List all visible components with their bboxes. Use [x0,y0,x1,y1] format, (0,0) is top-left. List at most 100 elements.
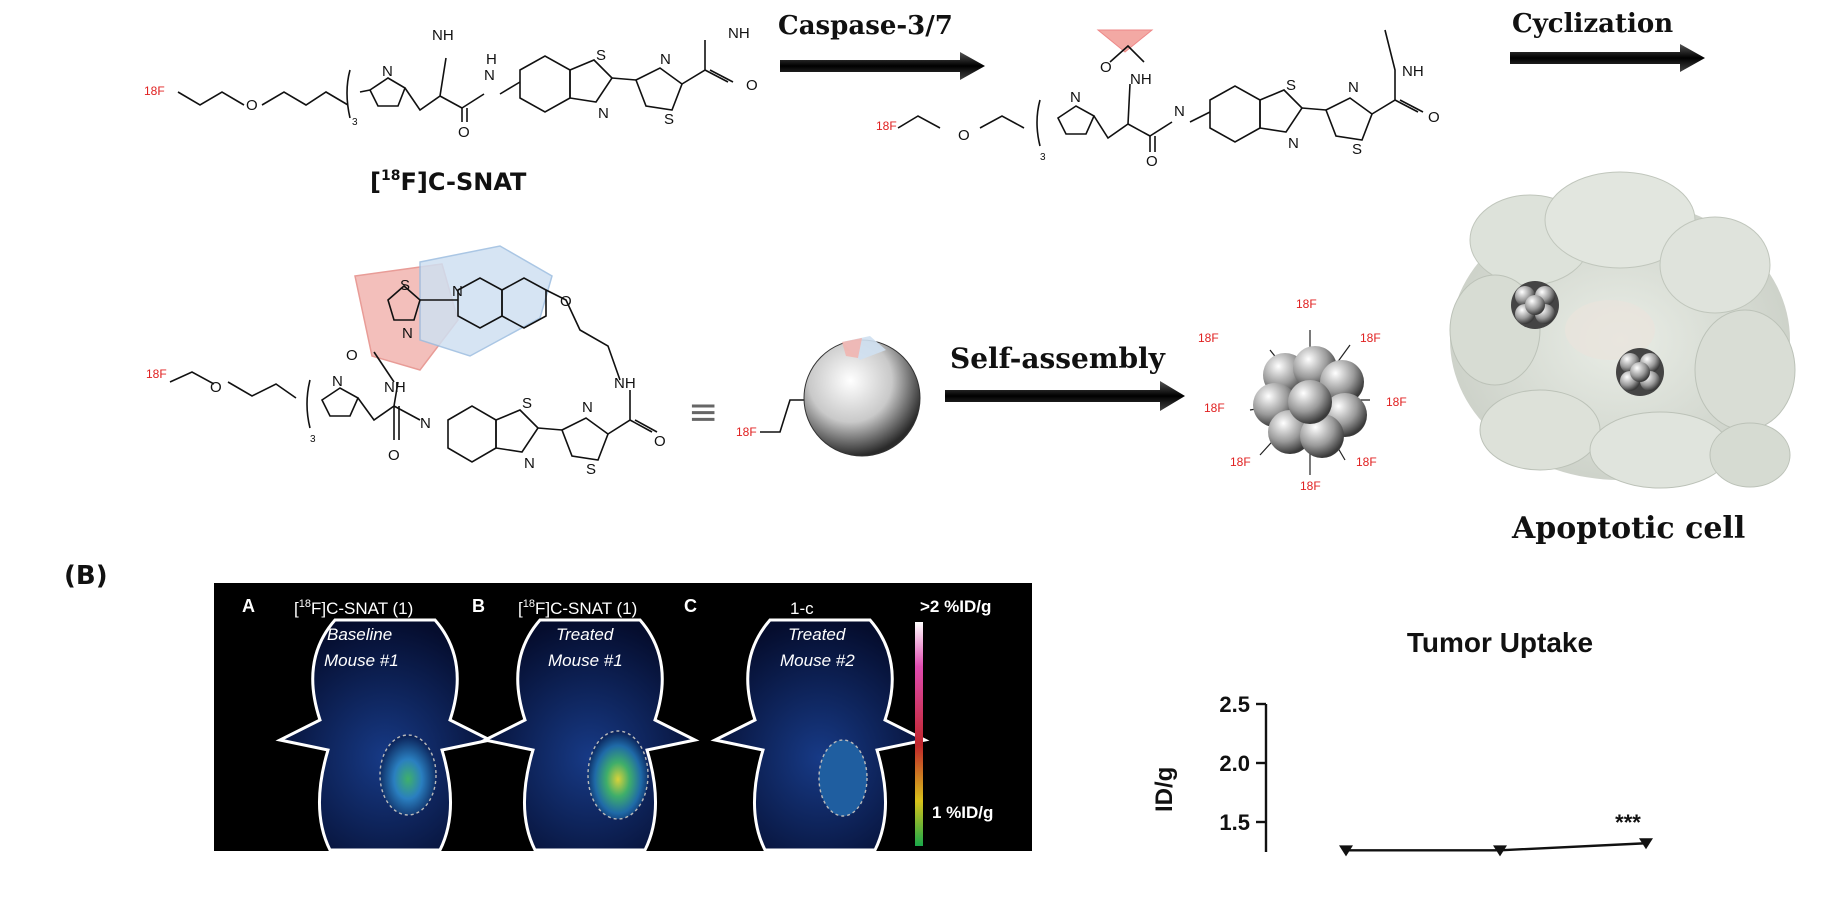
significance-annotation: *** [1615,810,1641,835]
arrow-cyclization: Cyclization [1510,9,1705,72]
cell-nanoparticle [1616,348,1664,396]
atom-label: NH [1402,63,1424,80]
data-point [1339,845,1353,857]
pet-mouse-b [480,618,700,852]
isotope-label: 18F [1296,297,1317,311]
cell-nanoparticle [1511,281,1559,329]
arrow-caspase: Caspase-3/7 [778,11,985,80]
atom-label: N [382,63,393,80]
y-tick-label: 2.0 [1219,751,1250,776]
isotope-label: 18F [1360,331,1381,345]
isotope-label: 18F [736,425,757,439]
atom-label: S [664,111,674,128]
nanoparticle: 18F 18F 18F 18F 18F 18F 18F 18F [1198,297,1407,493]
atom-label: N [1174,103,1185,120]
molecule-intermediate-labels: 18F O 3 N O NH O N S N N S NH O [876,59,1440,170]
atom-label: S [586,461,596,478]
atom-label: S [1286,77,1296,94]
pet-panel-mouse: Mouse #2 [780,651,855,670]
isotope-label: 18F [1204,401,1225,415]
atom-label: O [958,127,970,144]
y-ticks: 2.5 2.0 1.5 [1219,692,1266,835]
atom-label: N [582,399,593,416]
arrow-self-assembly: Self-assembly [945,342,1185,411]
isotope-label: 18F [144,84,165,98]
atom-label: N [484,67,495,84]
pet-mouse-a [275,618,495,852]
pet-panel-mouse: Mouse #1 [324,651,399,670]
equivalence-symbol: ≡ [688,392,718,433]
atom-label: O [1100,59,1112,76]
pet-panel-letter: B [472,596,485,616]
pet-panel-condition: Treated [788,625,846,644]
atom-label: O [388,447,400,464]
molecule-cyclized-labels: 18F O 3 N S N O NH N O O N S N N S NH O [146,277,666,478]
molecule-c-snat [177,40,734,122]
data-point [1493,845,1507,857]
atom-label: H [486,51,497,68]
panel-b-label: (B) [64,561,108,591]
arrow-label-caspase: Caspase-3/7 [778,11,953,41]
atom-label: N [1070,89,1081,106]
isotope-label: 18F [876,119,897,133]
atom-label: S [1352,141,1362,158]
pet-panel-letter: A [242,596,255,616]
svg-text:[18F]C-SNAT (1): [18F]C-SNAT (1) [518,598,637,618]
atom-label: NH [614,375,636,392]
repeat-label: 3 [1040,152,1046,163]
isotope-label: 18F [1356,455,1377,469]
tumor-uptake-chart: Tumor Uptake ID/g 2.52.01.5 *** [1151,627,1653,857]
atom-label: O [560,293,572,310]
repeat-label: 3 [310,434,316,445]
molecule-c-snat-labels: 18F O 3 N NH O H N S N N S NH O [144,25,758,141]
atom-label: NH [728,25,750,42]
series-layer [1339,838,1653,857]
y-tick-label: 1.5 [1219,810,1250,835]
molecule-intermediate [897,29,1424,152]
repeat-label: 3 [352,117,358,128]
svg-text:[18F]C-SNAT: [18F]C-SNAT [370,168,527,196]
atom-label: N [420,415,431,432]
isotope-label: 18F [1386,395,1407,409]
atom-label: N [402,325,413,342]
atom-label: O [1146,153,1158,170]
atom-label: O [746,77,758,94]
arrow-label-self-assembly: Self-assembly [950,342,1166,375]
atom-label: O [458,124,470,141]
atom-label: N [524,455,535,472]
svg-text:[18F]C-SNAT (1): [18F]C-SNAT (1) [294,598,413,618]
pet-panel-mouse: Mouse #1 [548,651,623,670]
pet-image-strip: A [18F]C-SNAT (1) Baseline Mouse #1 B [1… [214,583,1032,852]
atom-label: S [596,47,606,64]
pet-panel-condition: Treated [556,625,614,644]
data-point [1639,838,1653,850]
atom-label: O [210,379,222,396]
isotope-label: 18F [1198,331,1219,345]
isotope-label: 18F [146,367,167,381]
arrow-label-cyclization: Cyclization [1512,9,1673,39]
atom-label: NH [1130,71,1152,88]
isotope-label: 18F [1300,479,1321,493]
atom-label: N [332,373,343,390]
apoptotic-cell-label: Apoptotic cell [1511,511,1745,546]
atom-label: N [1288,135,1299,152]
atom-label: O [346,347,358,364]
y-tick-label: 2.5 [1219,692,1250,717]
molecule-cyclized [169,245,658,463]
scale-mid-label: 1 %ID/g [932,803,993,822]
atom-label: N [598,105,609,122]
apoptotic-cell: Apoptotic cell [1449,171,1796,546]
pet-panel-condition: Baseline [327,625,392,644]
atom-label: NH [432,27,454,44]
atom-label: S [400,277,410,294]
atom-label: N [660,51,671,68]
compound-name: [18F]C-SNAT [370,168,527,196]
pet-mouse-c [710,618,930,852]
scale-max-label: >2 %ID/g [920,597,991,616]
atom-label: O [654,433,666,450]
monomer-sphere: 18F [736,336,921,457]
pet-panel-title: 1-c [790,599,814,618]
atom-label: NH [384,379,406,396]
atom-label: S [522,395,532,412]
